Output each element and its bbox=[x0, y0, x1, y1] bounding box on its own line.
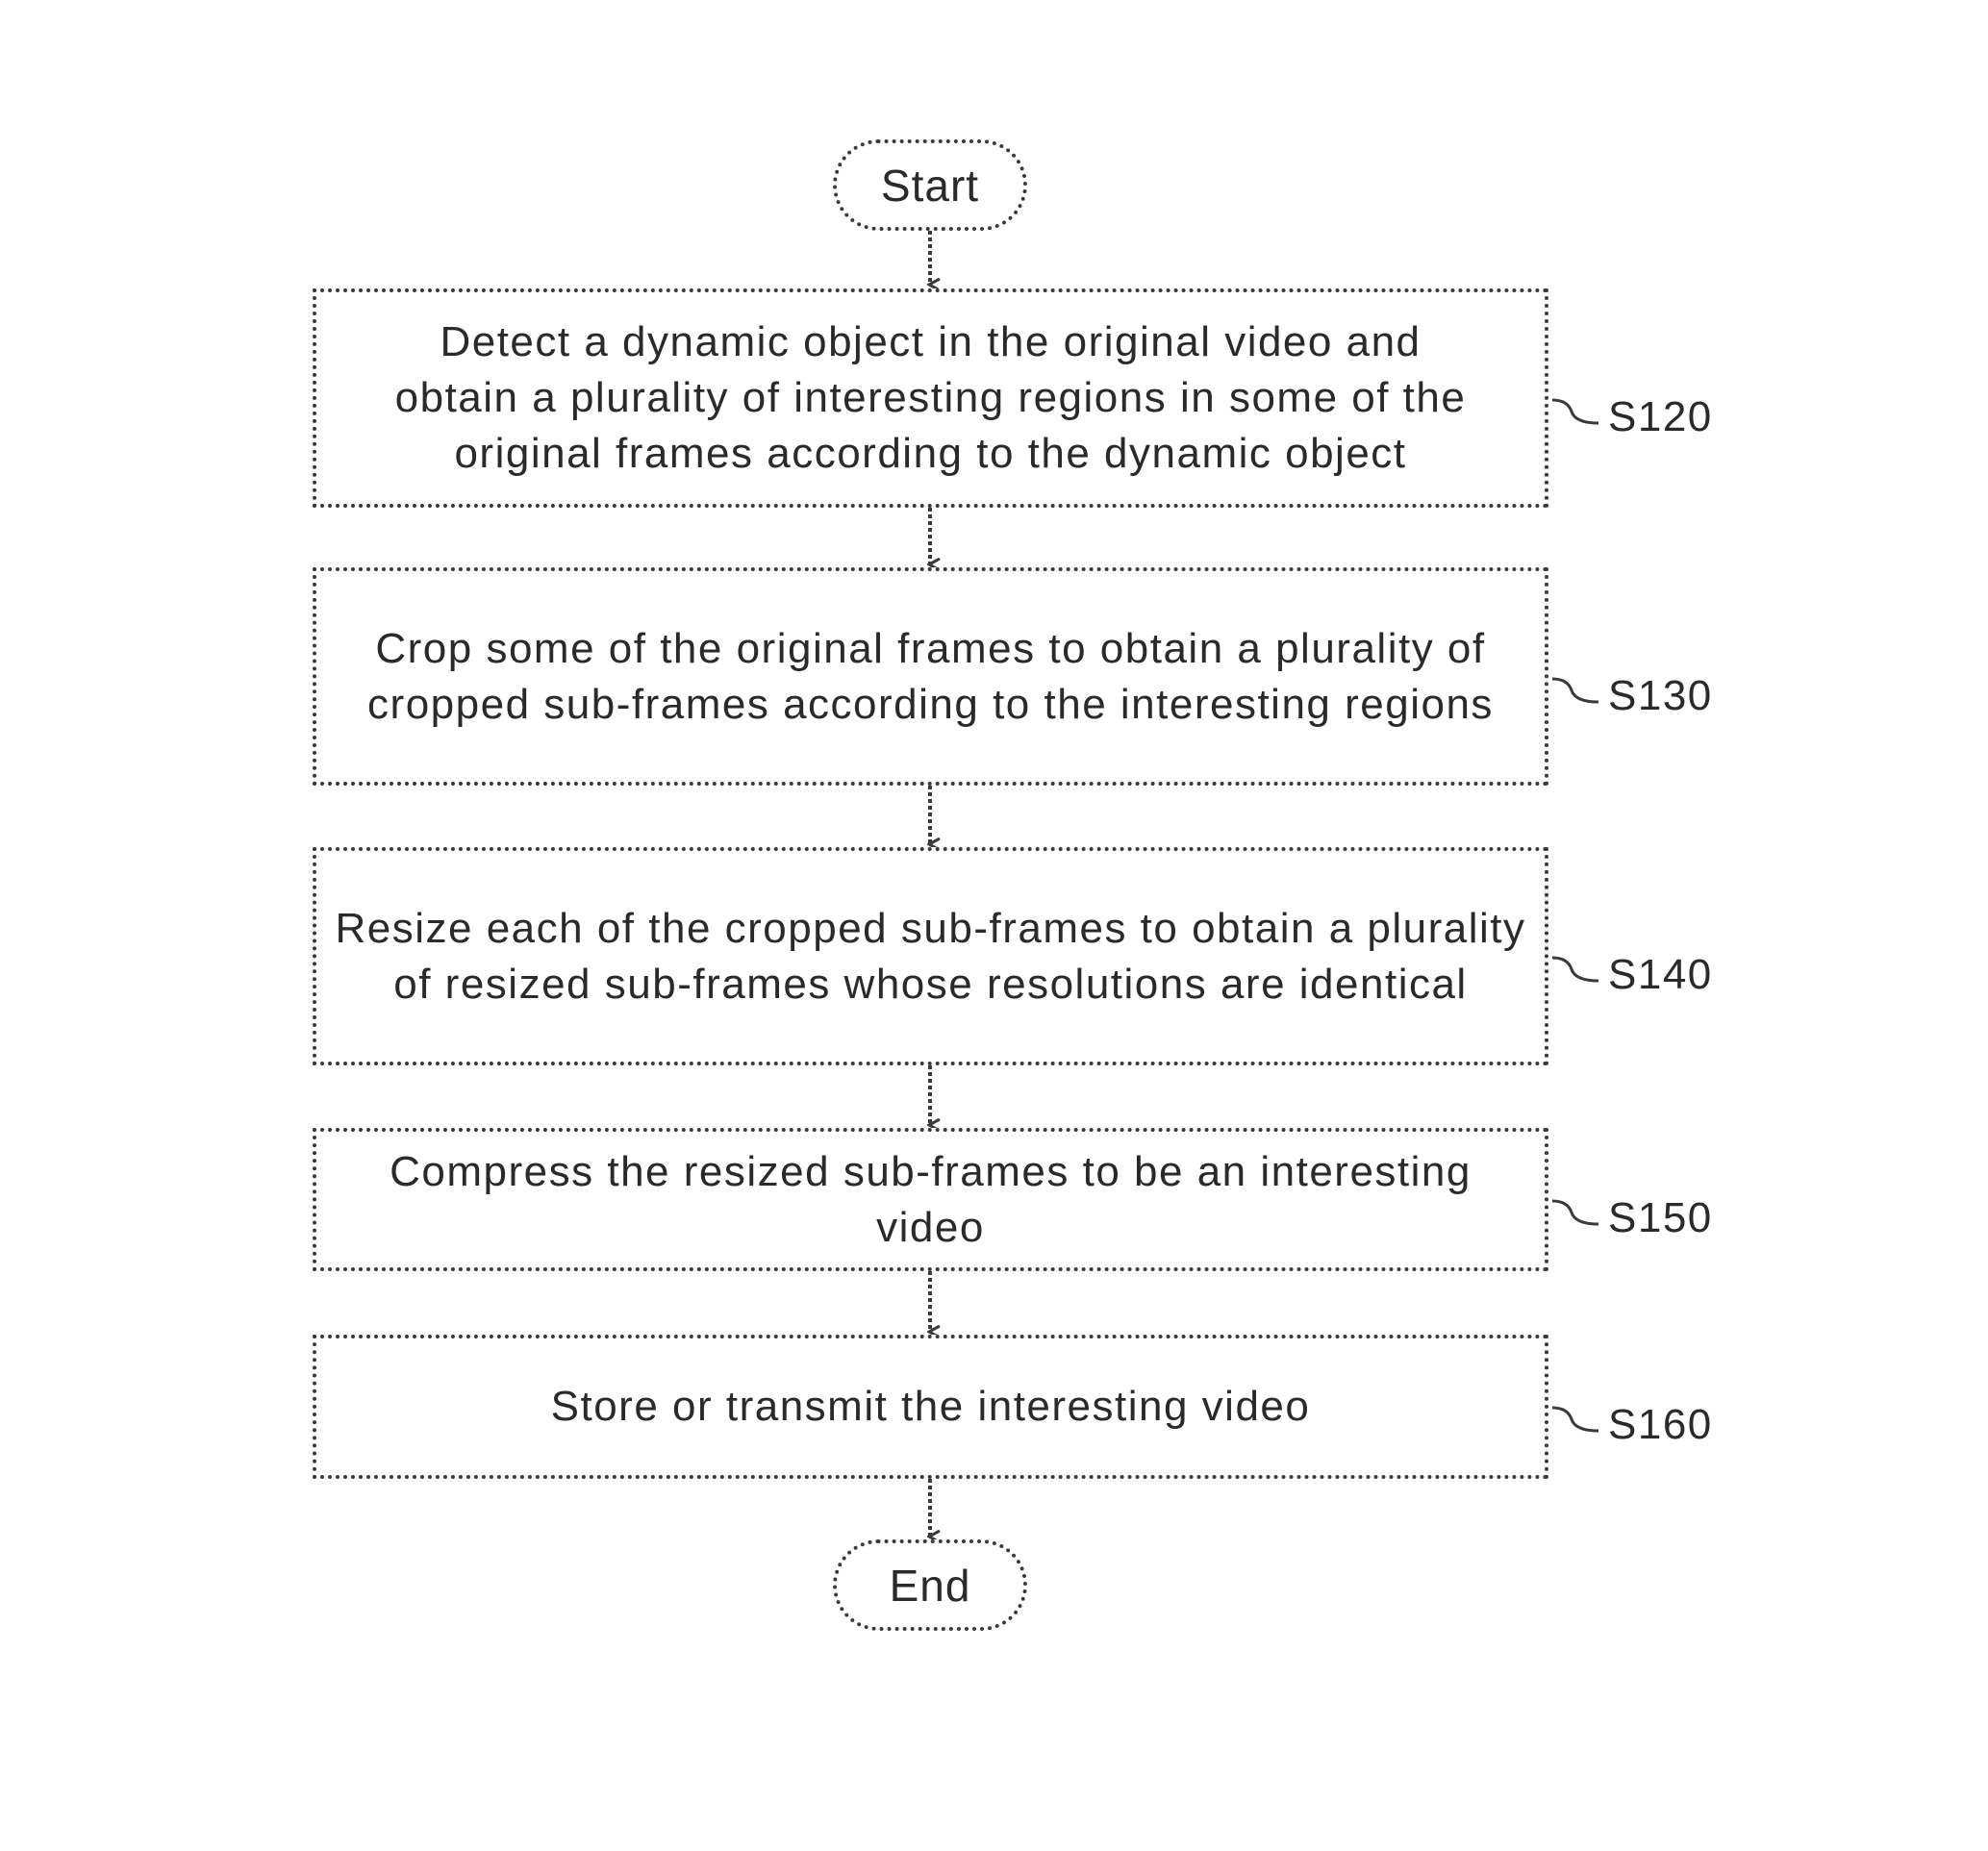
step-text-s140: Resize each of the cropped sub-frames to… bbox=[335, 901, 1525, 1013]
leader-line-s150 bbox=[1550, 1195, 1608, 1234]
end-label: End bbox=[890, 1560, 971, 1612]
step-text-s130: Crop some of the original frames to obta… bbox=[367, 621, 1494, 733]
step-label-s130: S130 bbox=[1608, 672, 1713, 720]
leader-line-s130 bbox=[1550, 673, 1608, 712]
step-text-s120: Detect a dynamic object in the original … bbox=[395, 314, 1467, 482]
step-box-s130: Crop some of the original frames to obta… bbox=[313, 567, 1548, 786]
start-label: Start bbox=[881, 160, 979, 212]
step-label-s140: S140 bbox=[1608, 951, 1713, 999]
step-label-s160: S160 bbox=[1608, 1401, 1713, 1449]
step-text-s150: Compress the resized sub-frames to be an… bbox=[390, 1144, 1472, 1256]
end-terminal: End bbox=[833, 1539, 1027, 1631]
step-box-s140: Resize each of the cropped sub-frames to… bbox=[313, 847, 1548, 1065]
step-box-s120: Detect a dynamic object in the original … bbox=[313, 288, 1548, 508]
start-terminal: Start bbox=[833, 139, 1027, 231]
step-box-s150: Compress the resized sub-frames to be an… bbox=[313, 1128, 1548, 1271]
leader-line-s160 bbox=[1550, 1402, 1608, 1440]
leader-line-s140 bbox=[1550, 952, 1608, 990]
leader-line-s120 bbox=[1550, 394, 1608, 433]
step-label-s150: S150 bbox=[1608, 1194, 1713, 1242]
step-label-s120: S120 bbox=[1608, 393, 1713, 441]
step-text-s160: Store or transmit the interesting video bbox=[551, 1379, 1311, 1435]
step-box-s160: Store or transmit the interesting video bbox=[313, 1335, 1548, 1479]
